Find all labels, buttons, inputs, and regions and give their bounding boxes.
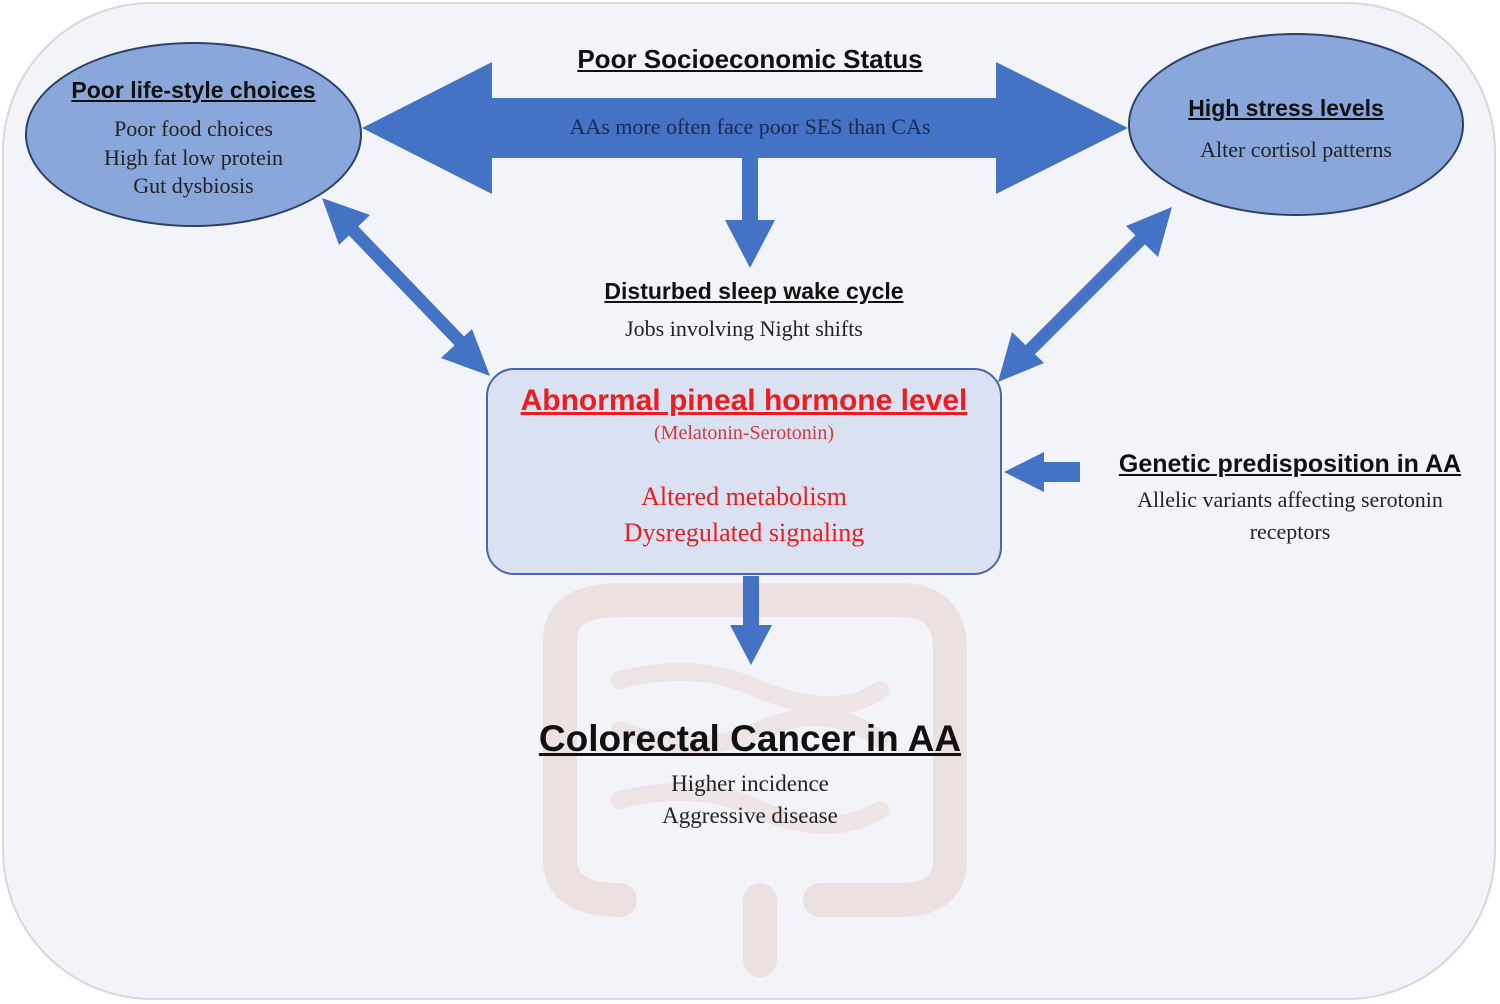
ses-double-arrow bbox=[362, 62, 1128, 194]
stress-line: Alter cortisol patterns bbox=[1200, 137, 1392, 162]
genetic-title: Genetic predisposition in AA bbox=[1118, 450, 1462, 478]
stress-title: High stress levels bbox=[1188, 95, 1384, 121]
lifestyle-line: Gut dysbiosis bbox=[133, 173, 254, 198]
sleep-line: Jobs involving Night shifts bbox=[625, 316, 863, 341]
pineal-line: Dysregulated signaling bbox=[623, 518, 865, 547]
outcome-line: Aggressive disease bbox=[662, 803, 838, 828]
stress-ellipse bbox=[1128, 33, 1464, 216]
stress-pineal-arrow bbox=[998, 207, 1172, 382]
pineal-box bbox=[486, 368, 1002, 575]
lifestyle-title: Poor life-style choices bbox=[71, 77, 316, 103]
genetic-line: receptors bbox=[1249, 519, 1331, 544]
lifestyle-line: Poor food choices bbox=[114, 116, 273, 141]
ses-subtitle: AAs more often face poor SES than CAs bbox=[569, 114, 931, 139]
outcome-title: Colorectal Cancer in AA bbox=[538, 718, 962, 759]
lifestyle-line: High fat low protein bbox=[103, 145, 284, 170]
genetic-line: Allelic variants affecting serotonin bbox=[1137, 487, 1443, 512]
pineal-line: Altered metabolism bbox=[641, 482, 847, 511]
outcome-line: Higher incidence bbox=[671, 771, 829, 796]
pineal-title: Abnormal pineal hormone level bbox=[520, 384, 968, 417]
ses-to-sleep-arrow bbox=[725, 158, 775, 268]
genetic-to-pineal-arrow bbox=[1004, 452, 1080, 492]
pineal-subtitle: (Melatonin-Serotonin) bbox=[654, 422, 834, 444]
ses-title: Poor Socioeconomic Status bbox=[577, 44, 923, 74]
lifestyle-pineal-arrow bbox=[322, 198, 490, 376]
lifestyle-ellipse bbox=[25, 42, 362, 227]
sleep-title: Disturbed sleep wake cycle bbox=[604, 278, 904, 304]
pineal-to-cancer-arrow bbox=[730, 576, 772, 665]
